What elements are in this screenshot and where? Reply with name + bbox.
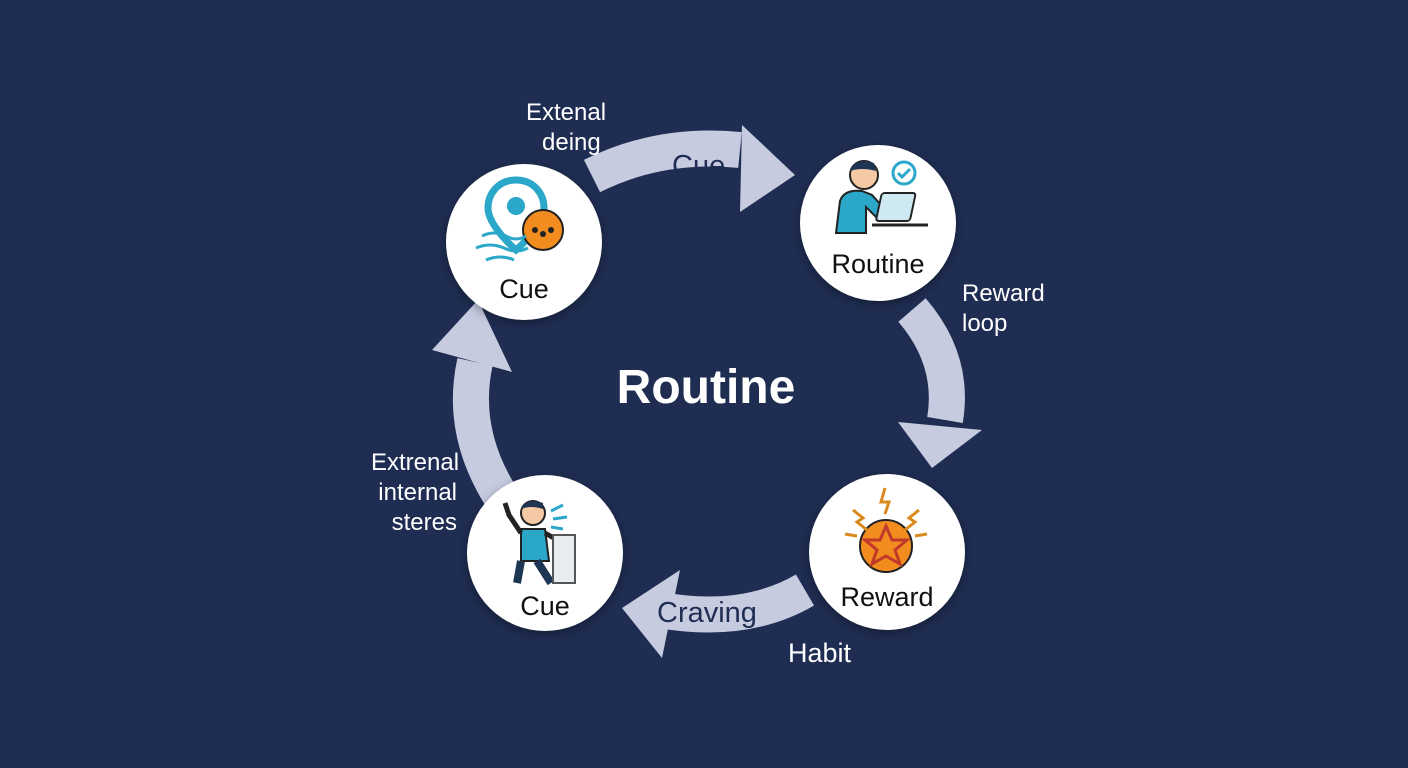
node-cue-bottom: Cue [467, 475, 623, 631]
label-top-left-line: deing [542, 129, 601, 156]
label-left-line: internal [378, 479, 457, 506]
label-bottom: Habit [788, 638, 852, 668]
arrow-reward-to-cue [622, 570, 815, 658]
label-right-line: loop [962, 310, 1008, 337]
label-top-left-line: Extenal [526, 99, 607, 126]
node-label-routine: Routine [831, 249, 925, 279]
node-routine: Routine [800, 145, 956, 301]
label-right: Reward loop [962, 279, 1045, 339]
label-left-line: steres [391, 509, 457, 536]
label-top-left: Extenal deing [526, 98, 606, 158]
arrow-routine-to-reward [898, 298, 982, 468]
star-medal-icon [844, 487, 928, 573]
location-pin-icon [475, 176, 564, 262]
node-cue-top: Cue [446, 164, 602, 320]
person-laptop-icon [834, 160, 928, 234]
person-waving-icon [502, 500, 576, 586]
arrow-label-bottom: Craving [657, 597, 757, 629]
node-label-cue-bottom: Cue [520, 591, 570, 621]
node-label-cue-top: Cue [499, 274, 549, 304]
arrow-cue-to-cue [432, 300, 516, 505]
label-left: Extrenal internal steres [371, 448, 460, 538]
label-left-line: Extrenal [371, 449, 460, 476]
arrow-cue-to-routine [583, 125, 795, 212]
center-title: Routine [616, 361, 796, 414]
label-right-line: Reward [962, 280, 1045, 307]
node-label-reward: Reward [840, 582, 934, 612]
arrow-label-top: Cue [672, 150, 726, 182]
node-reward: Reward [809, 474, 965, 630]
